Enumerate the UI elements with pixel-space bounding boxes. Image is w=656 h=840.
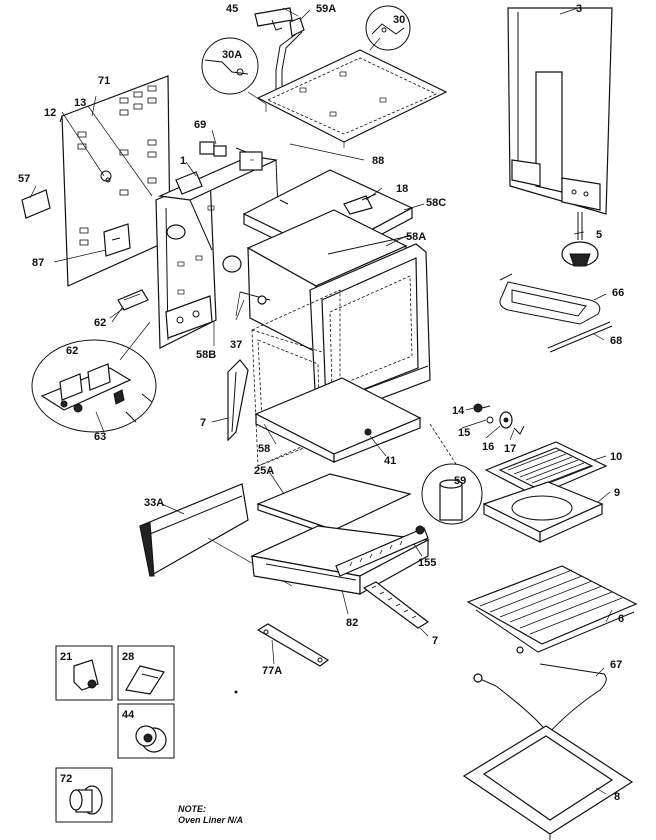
label-59A: 59A — [316, 3, 336, 15]
label-87: 87 — [32, 257, 44, 269]
label-25A: 25A — [254, 465, 274, 477]
part-58-oven-bottom — [254, 377, 422, 463]
inset-box-28 — [117, 645, 175, 701]
cabinet-left-side — [155, 175, 217, 349]
label-45: 45 — [226, 3, 238, 15]
part-15-clip — [486, 416, 494, 424]
label-7-hinge: 7 — [200, 417, 206, 429]
label-82: 82 — [346, 617, 358, 629]
part-155-drawer-rail — [335, 525, 429, 577]
label-14: 14 — [452, 405, 465, 417]
part-57-cover-plate — [21, 189, 51, 219]
label-71: 71 — [98, 75, 110, 87]
label-77A: 77A — [262, 665, 282, 677]
inset-box-72 — [55, 767, 113, 823]
note-text: Oven Liner N/A — [178, 815, 243, 825]
label-17: 17 — [504, 443, 516, 455]
part-82-drawer-body — [250, 525, 430, 596]
label-28: 28 — [122, 651, 134, 663]
label-41: 41 — [384, 455, 396, 467]
label-58A: 58A — [406, 231, 426, 243]
part-7-drawer-slide — [362, 581, 430, 629]
label-16: 16 — [482, 441, 494, 453]
part-17-wire — [513, 425, 525, 435]
part-25A-liner — [256, 473, 412, 537]
label-63: 63 — [94, 431, 106, 443]
leader-lines — [29, 7, 613, 795]
part-77A-hinge-bar — [256, 623, 330, 667]
part-labels: 45 59A 30 3 30A 71 12 13 69 1 88 18 58C … — [18, 3, 624, 803]
label-57: 57 — [18, 173, 30, 185]
part-69-switch — [199, 141, 263, 171]
label-58: 58 — [258, 443, 270, 455]
label-3: 3 — [576, 3, 582, 15]
label-7-slide: 7 — [432, 635, 438, 647]
label-13: 13 — [74, 97, 86, 109]
inset-box-21 — [55, 645, 113, 701]
note-block: NOTE: Oven Liner N/A — [178, 804, 243, 825]
label-9: 9 — [614, 487, 620, 499]
label-37: 37 — [230, 339, 242, 351]
part-10-broil-pan-insert — [484, 441, 608, 497]
part-5-leveling-leg — [561, 212, 599, 267]
label-30: 30 — [393, 14, 405, 26]
label-72: 72 — [60, 773, 72, 785]
part-67-broil-element — [473, 646, 607, 735]
part-14-knob — [473, 403, 491, 413]
callout-circle-62 — [31, 321, 157, 433]
label-68: 68 — [610, 335, 622, 347]
label-58C: 58C — [426, 197, 446, 209]
cooktop-frame — [256, 49, 448, 148]
label-66: 66 — [612, 287, 624, 299]
part-62-terminal-block — [109, 289, 149, 319]
part-71-back-panel — [59, 75, 171, 287]
part-59A-tube — [275, 17, 305, 96]
label-67: 67 — [610, 659, 622, 671]
label-69: 69 — [194, 119, 206, 131]
part-45-bracket — [254, 7, 293, 31]
part-3-side-panel — [507, 7, 613, 215]
part-6-oven-rack — [466, 565, 638, 653]
callout-circle-30A — [201, 37, 267, 105]
label-5: 5 — [596, 229, 602, 241]
label-1: 1 — [180, 155, 186, 167]
label-58B: 58B — [196, 349, 216, 361]
label-44: 44 — [122, 709, 135, 721]
part-8-oven-bottom-tray — [462, 725, 634, 840]
note-title: NOTE: — [178, 804, 206, 814]
label-155: 155 — [418, 557, 436, 569]
label-10: 10 — [610, 451, 622, 463]
label-15: 15 — [458, 427, 470, 439]
label-12: 12 — [44, 107, 56, 119]
label-33A: 33A — [144, 497, 164, 509]
label-6: 6 — [618, 613, 624, 625]
label-18: 18 — [396, 183, 408, 195]
part-68-element-insulator — [547, 321, 613, 353]
part-33A-kick-panel — [139, 483, 249, 577]
label-30A: 30A — [222, 49, 242, 61]
part-7-hinge-left — [227, 359, 249, 442]
part-9-broil-pan — [482, 481, 604, 543]
inset-box-44 — [117, 703, 175, 759]
label-62-inset: 62 — [66, 345, 78, 357]
part-59-element-tube — [421, 463, 483, 525]
label-8: 8 — [614, 791, 620, 803]
part-66-bake-element — [499, 273, 601, 325]
label-21: 21 — [60, 651, 72, 663]
label-62-top: 62 — [94, 317, 106, 329]
part-37-probe — [235, 291, 271, 317]
label-88: 88 — [372, 155, 384, 167]
callout-circle-30 — [365, 5, 411, 51]
label-59: 59 — [454, 475, 466, 487]
part-16-lamp-socket — [499, 411, 513, 429]
